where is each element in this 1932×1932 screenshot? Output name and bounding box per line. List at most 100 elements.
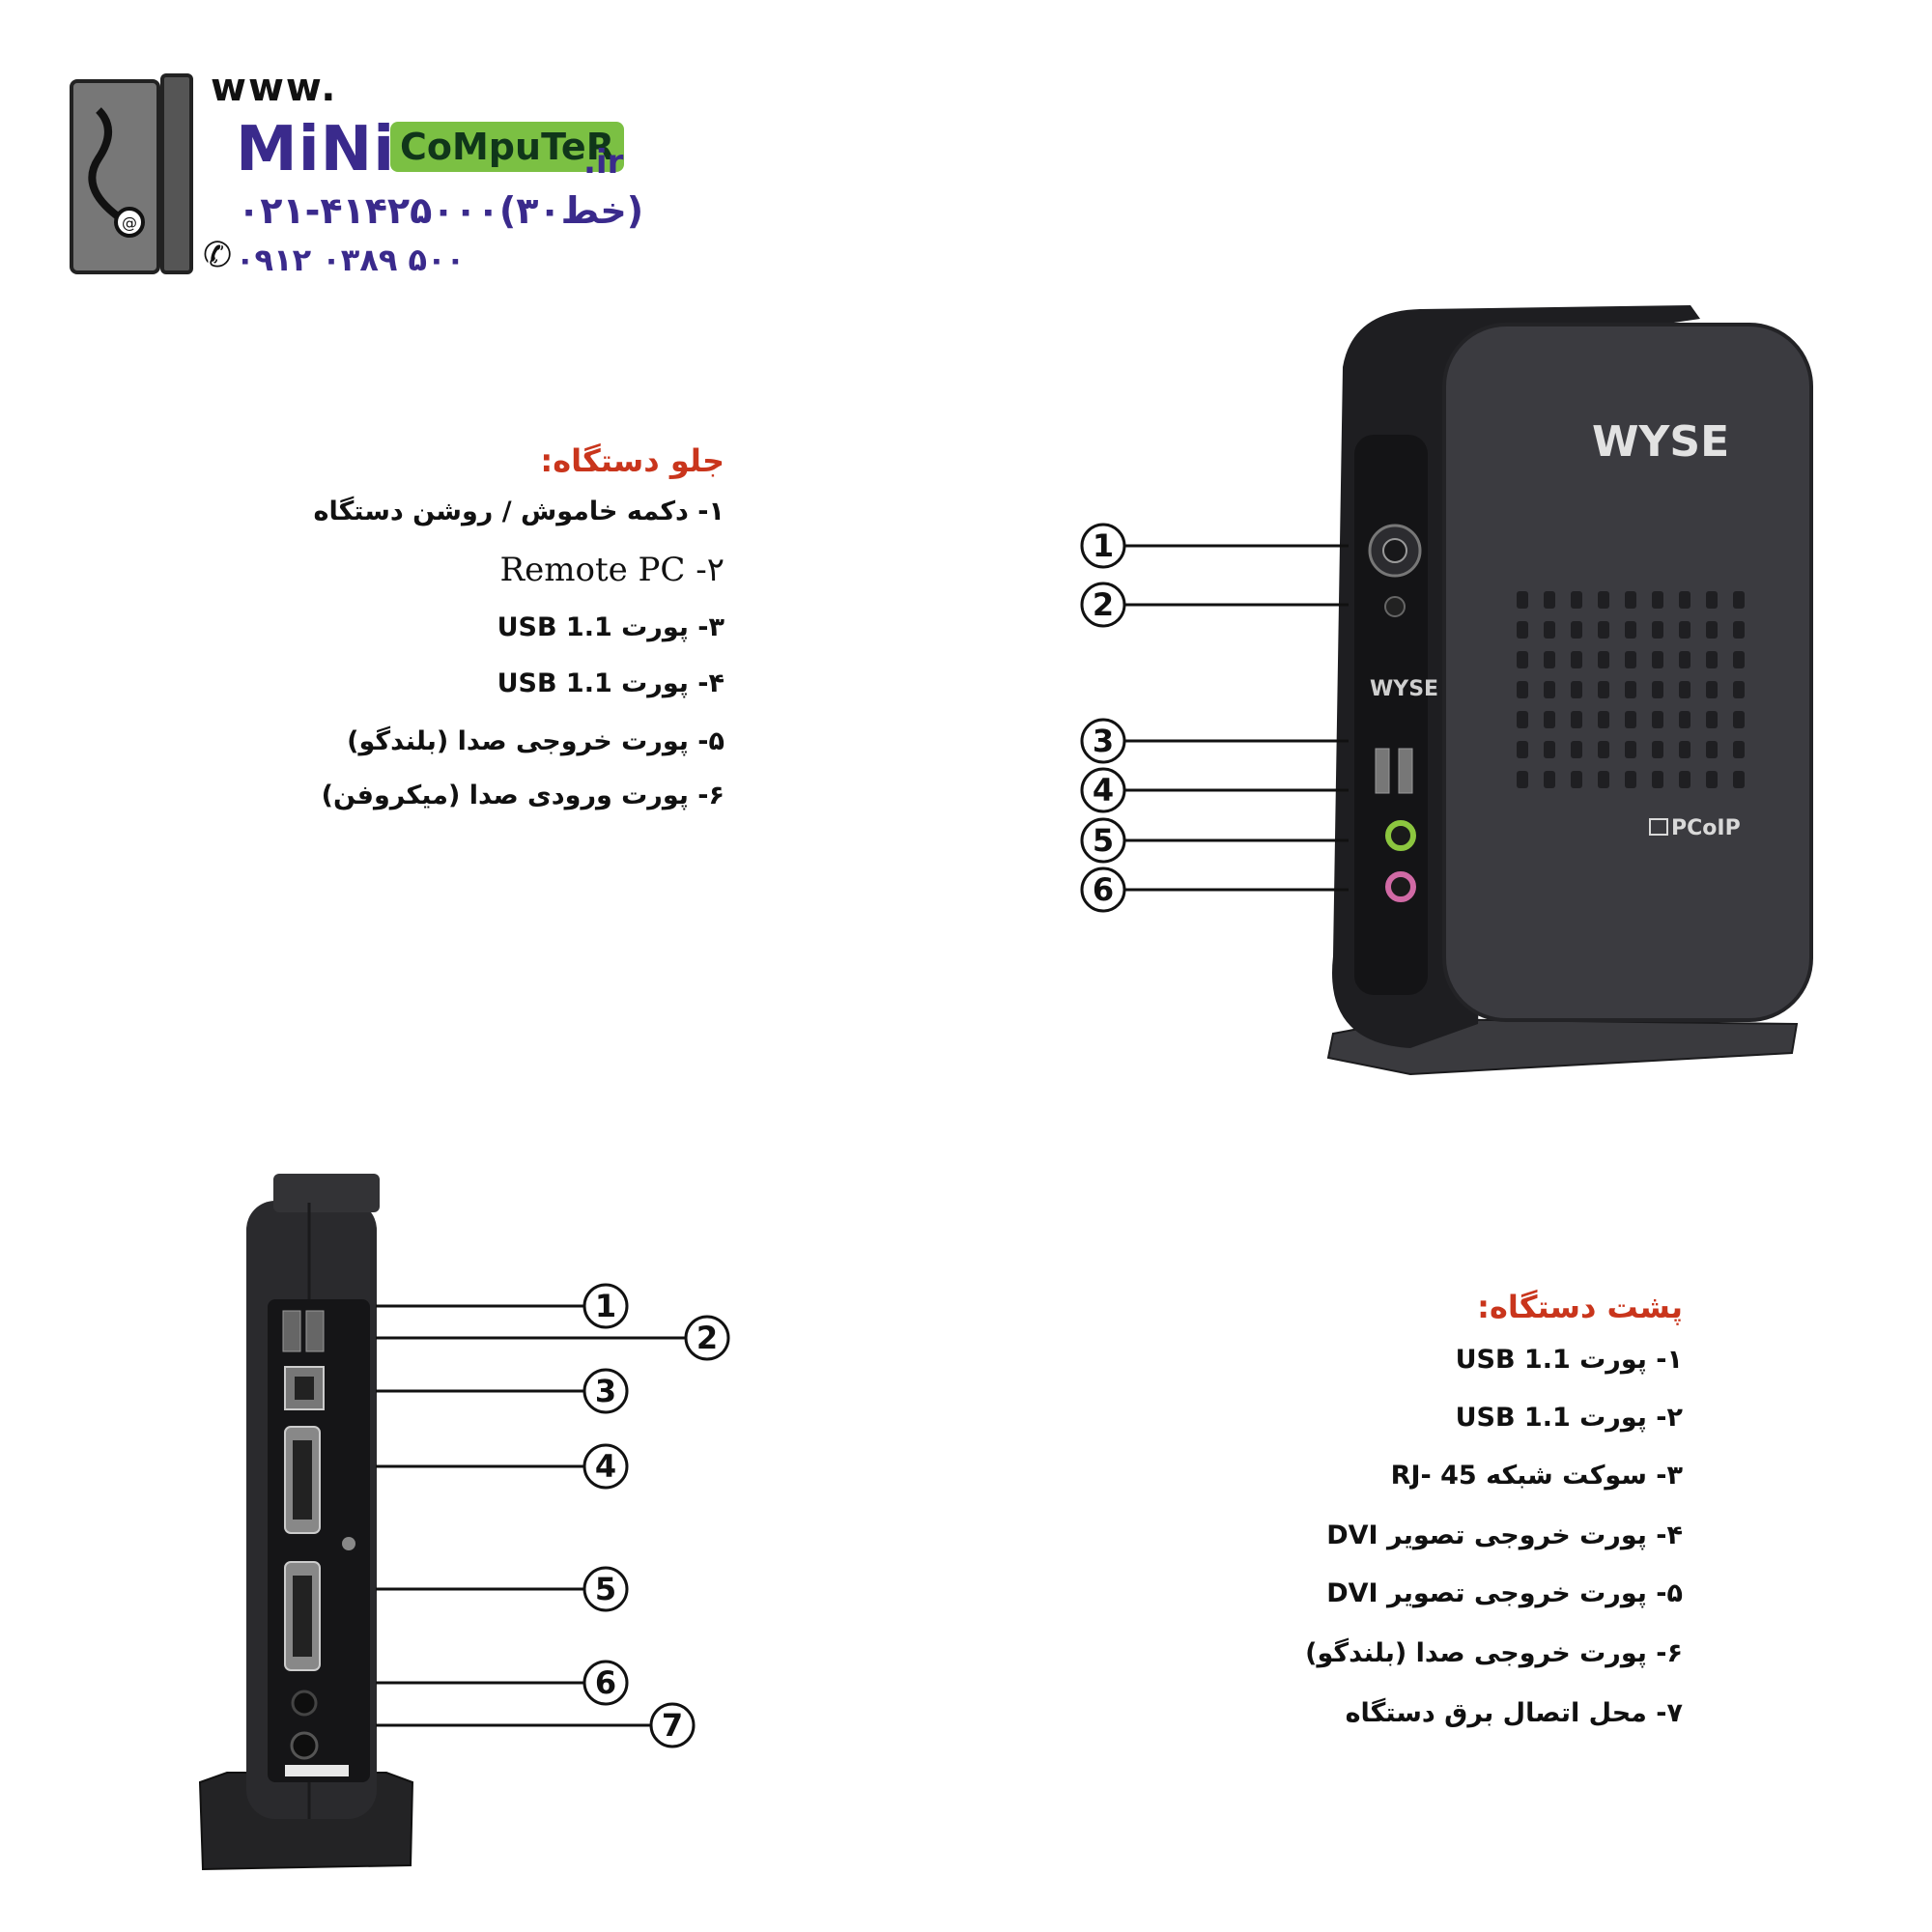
vent-slot	[1679, 591, 1690, 609]
vent-slot	[1598, 711, 1609, 728]
power-jack	[290, 1731, 319, 1760]
front-item-2: Remote PC -۲	[499, 551, 724, 589]
vent-slot	[1544, 741, 1555, 758]
vent-slot	[1571, 771, 1582, 788]
callout-number-2: 2	[696, 1320, 718, 1356]
callout-number-7: 7	[662, 1707, 683, 1744]
front-item-3: ۳- پورت USB 1.1	[497, 612, 724, 642]
logo-brand-computer: CoMpuTeR	[390, 122, 624, 172]
callout-circle-1	[582, 1283, 629, 1329]
front-usb-port-1	[1375, 748, 1390, 794]
vent-slot	[1679, 651, 1690, 668]
front-usb-port-2	[1398, 748, 1413, 794]
callout-circle-1	[1080, 523, 1126, 569]
callout-number-2: 2	[1093, 586, 1114, 623]
vent-slot	[1733, 651, 1745, 668]
front-small-logo: WYSE	[1370, 677, 1438, 701]
vent-slot	[1598, 681, 1609, 698]
callout-circle-4	[582, 1443, 629, 1490]
vent-slot	[1517, 621, 1528, 639]
front-heading: جلو دستگاه:	[540, 442, 724, 479]
back-usb-port-1	[282, 1310, 301, 1352]
vent-slot	[1706, 621, 1718, 639]
callout-circle-7	[649, 1702, 696, 1748]
logo-phone-line2: ۰۹۱۲ ۰۳۸۹ ۵۰۰	[236, 242, 466, 278]
vent-slot	[1706, 771, 1718, 788]
vent-slot	[1571, 711, 1582, 728]
front-item-1: ۱- دکمه خاموش / روشن دستگاه	[313, 497, 724, 526]
vent-slot	[1625, 621, 1636, 639]
callout-circle-3	[582, 1368, 629, 1414]
back-item-2: ۲- پورت USB 1.1	[1455, 1403, 1683, 1433]
vent-slot	[1544, 651, 1555, 668]
callout-circle-4	[1080, 767, 1126, 813]
back-usb-port-2	[305, 1310, 325, 1352]
vent-slot	[1733, 621, 1745, 639]
vent-slot	[1733, 681, 1745, 698]
callout-circle-2	[1080, 582, 1126, 628]
vent-slot	[1517, 651, 1528, 668]
vent-slot	[1652, 651, 1663, 668]
callout-circle-6	[1080, 867, 1126, 913]
back-item-3: ۳- سوکت شبکه RJ- 45	[1390, 1461, 1683, 1491]
back-device-diagram: 1 2 3 4 5 6 7	[198, 1174, 730, 1871]
front-device-face	[1442, 323, 1813, 1022]
vent-slot	[1571, 741, 1582, 758]
vent-slot	[1517, 711, 1528, 728]
callout-number-3: 3	[595, 1373, 616, 1409]
vent-slot	[1733, 711, 1745, 728]
vent-slot	[1679, 771, 1690, 788]
vent-slot	[1544, 771, 1555, 788]
front-item-6: ۶- پورت ورودی صدا (میکروفن)	[321, 781, 724, 810]
callout-number-4: 4	[1093, 772, 1114, 809]
vent-slot	[1544, 711, 1555, 728]
back-item-4: ۴- پورت خروجی تصویر DVI	[1326, 1520, 1683, 1550]
back-heading: پشت دستگاه:	[1477, 1289, 1683, 1325]
callout-circle-5	[1080, 817, 1126, 864]
vent-slot	[1571, 651, 1582, 668]
vent-slot	[1679, 741, 1690, 758]
callout-number-5: 5	[1093, 822, 1114, 859]
logo-phone-line1: ۰۲۱-۴۱۴۲۵۰۰۰(۳۰خط)	[238, 189, 644, 232]
vent-slot	[1625, 771, 1636, 788]
callout-circle-6	[582, 1660, 629, 1706]
vent-slot	[1706, 711, 1718, 728]
callout-circle-5	[582, 1566, 629, 1612]
callout-number-1: 1	[595, 1288, 616, 1324]
audio-out-jack	[1385, 820, 1416, 851]
vent-slot	[1706, 741, 1718, 758]
logo-emblem: @	[70, 73, 193, 274]
vent-slot	[1652, 591, 1663, 609]
vent-slot	[1571, 621, 1582, 639]
remote-pc-button	[1384, 596, 1406, 617]
vent-slot	[1706, 681, 1718, 698]
mic-in-jack	[1385, 871, 1416, 902]
callout-number-1: 1	[1093, 527, 1114, 564]
vent-slot	[1598, 591, 1609, 609]
callout-number-6: 6	[595, 1664, 616, 1701]
back-item-6: ۶- پورت خروجی صدا (بلندگو)	[1305, 1638, 1683, 1668]
callout-number-4: 4	[595, 1448, 616, 1485]
back-audio-out-jack	[291, 1690, 318, 1717]
vent-slot	[1598, 651, 1609, 668]
vent-slot	[1625, 591, 1636, 609]
callout-number-5: 5	[595, 1571, 616, 1607]
callout-number-6: 6	[1093, 871, 1114, 908]
callout-circle-2	[684, 1315, 730, 1361]
vent-slot	[1706, 591, 1718, 609]
vent-slot	[1679, 711, 1690, 728]
vent-slot	[1544, 681, 1555, 698]
back-description: پشت دستگاه: ۱- پورت USB 1.1 ۲- پورت USB …	[949, 1289, 1683, 1752]
pcoip-label: PCoIP	[1671, 816, 1741, 840]
callout-circle-3	[1080, 718, 1126, 764]
vent-slot	[1598, 741, 1609, 758]
vent-slot	[1733, 771, 1745, 788]
vent-slot	[1625, 711, 1636, 728]
front-port-panel	[1354, 435, 1428, 995]
front-wyse-logo: WYSE	[1592, 417, 1729, 467]
vent-slot	[1517, 681, 1528, 698]
vent-slot	[1517, 591, 1528, 609]
vent-slot	[1733, 741, 1745, 758]
phone-icon: ✆	[203, 236, 233, 275]
logo: @ www. MiNi CoMpuTeR .ir ۰۲۱-۴۱۴۲۵۰۰۰(۳۰…	[0, 0, 773, 309]
